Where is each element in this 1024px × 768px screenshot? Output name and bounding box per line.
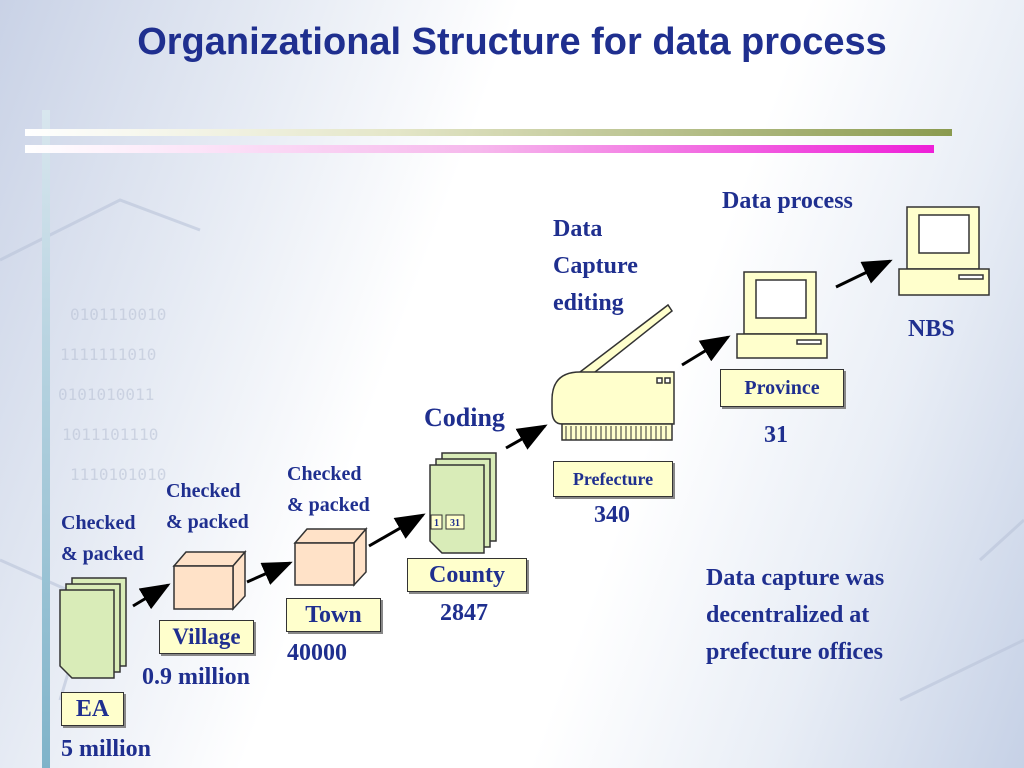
ea-document-stack-icon [59, 577, 127, 679]
town-step-label: Checked & packed [287, 463, 370, 516]
province-count: 31 [764, 422, 788, 448]
village-step-label: Checked & packed [166, 480, 249, 533]
prefecture-label: Prefecture [553, 461, 673, 497]
arrow-town-county [368, 513, 426, 548]
arrow-county-prefecture [505, 424, 548, 450]
nbs-computer-icon [898, 206, 990, 296]
stack-tab-31 [445, 514, 465, 530]
svg-text:1111111010: 1111111010 [60, 345, 156, 364]
svg-text:0101110010: 0101110010 [70, 305, 166, 324]
county-step-label: Coding [424, 403, 505, 432]
county-label: County [407, 558, 527, 592]
ea-step-label: Checked & packed [61, 512, 144, 565]
arrow-province-nbs [835, 259, 893, 289]
stack-tab-1-label: 1 [434, 518, 439, 529]
svg-text:0101010011: 0101010011 [58, 385, 154, 404]
ea-label: EA [61, 692, 124, 726]
stack-tab-1 [430, 514, 443, 530]
village-box-icon [172, 549, 247, 611]
decor-vertical-bar [42, 110, 50, 768]
county-document-stack-icon [429, 452, 497, 554]
ea-count: 5 million [61, 736, 152, 762]
flow-arrows [132, 259, 893, 610]
nbs-label: NBS [908, 316, 955, 342]
prefecture-step-label: Data Capture editing [553, 216, 638, 316]
scanner-comb [565, 426, 667, 440]
county-count: 2847 [440, 600, 488, 626]
svg-text:1011101110: 1011101110 [62, 425, 158, 444]
scanner-icon [551, 303, 675, 441]
prefecture-count: 340 [594, 502, 630, 528]
village-count: 0.9 million [142, 664, 251, 690]
decentralized-note: Data capture was decentralized at prefec… [706, 565, 885, 665]
town-label: Town [286, 598, 381, 632]
stack-tab-31-label: 31 [450, 518, 460, 529]
province-computer-icon [736, 271, 828, 359]
decor-magenta-bar [25, 145, 934, 153]
slide-title: Organizational Structure for data proces… [137, 21, 887, 63]
arrow-prefecture-province [681, 335, 731, 367]
province-label: Province [720, 369, 844, 407]
village-label: Village [159, 620, 254, 654]
arrow-village-town [246, 561, 293, 585]
arrow-ea-village [132, 583, 171, 610]
nbs-step-label: Data process [722, 188, 853, 214]
town-count: 40000 [287, 640, 347, 666]
town-box-icon [293, 526, 368, 587]
decor-olive-bar [25, 129, 952, 136]
svg-text:1110101010: 1110101010 [70, 465, 166, 484]
